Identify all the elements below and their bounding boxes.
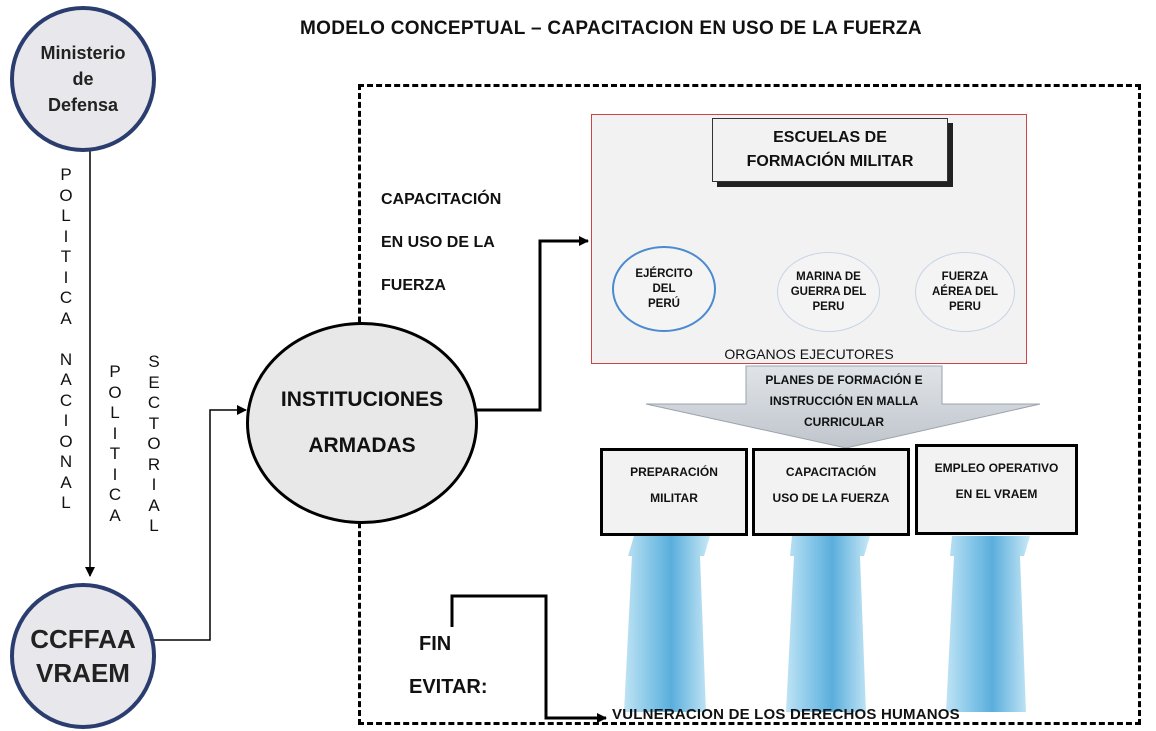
pillar-box-empleo-operativo: EMPLEO OPERATIVO EN EL VRAEM xyxy=(915,444,1078,535)
node-fuerza-aerea-del-peru: FUERZA AÉREA DEL PERU xyxy=(915,252,1015,332)
arrow-fin-to-vulneracion xyxy=(450,594,607,723)
planes-chevron-arrow xyxy=(645,365,1041,449)
planes-line-2: INSTRUCCIÓN EN MALLA xyxy=(769,394,919,408)
diagram-title: MODELO CONCEPTUAL – CAPACITACION EN USO … xyxy=(300,18,922,39)
pillar-column-3 xyxy=(946,536,1030,712)
planes-line-3: CURRICULAR xyxy=(804,415,884,429)
label-vulneracion-derechos-humanos: VULNERACION DE LOS DERECHOS HUMANOS xyxy=(612,706,960,723)
node-ccffaa-line-1: CCFFAA xyxy=(30,624,136,654)
pillar-box-preparacion-militar: PREPARACIÓN MILITAR xyxy=(600,448,748,536)
ejercito-line-3: PERÚ xyxy=(648,297,680,310)
fuerza-aerea-line-2: AÉREA DEL xyxy=(931,285,999,298)
escuelas-line-2: FORMACIÓN MILITAR xyxy=(746,153,914,170)
node-ministerio-line-3: Defensa xyxy=(47,95,118,115)
pillar-1-line-1: PREPARACIÓN xyxy=(630,465,718,479)
label-organos-ejecutores: ORGANOS EJECUTORES xyxy=(724,346,894,362)
ejercito-line-1: EJÉRCITO xyxy=(635,267,693,280)
fin-line-2: EVITAR: xyxy=(409,676,488,698)
pillar-3-line-2: EN EL VRAEM xyxy=(955,487,1038,501)
node-instituciones-armadas: INSTITUCIONES ARMADAS xyxy=(246,322,478,524)
arrow-instituciones-to-escuelas xyxy=(474,236,589,412)
node-ministerio-line-2: de xyxy=(72,69,94,89)
marina-line-1: MARINA DE xyxy=(796,270,861,283)
pillar-2-line-2: USO DE LA FUERZA xyxy=(772,491,890,505)
label-planes-formacion: PLANES DE FORMACIÓN E INSTRUCCIÓN EN MAL… xyxy=(746,370,942,433)
planes-line-1: PLANES DE FORMACIÓN E xyxy=(765,373,923,387)
label-capacitacion-uso-fuerza: CAPACITACIÓN EN USO DE LA FUERZA xyxy=(381,178,501,307)
pillar-1-line-2: MILITAR xyxy=(650,491,698,505)
pillar-2-line-1: CAPACITACIÓN xyxy=(785,465,877,479)
cap-label-line-1: CAPACITACIÓN xyxy=(381,191,502,208)
node-ccffaa-vraem: CCFFAA VRAEM xyxy=(10,583,156,729)
pillar-3-line-1: EMPLEO OPERATIVO xyxy=(934,461,1059,475)
node-instituciones-line-2: ARMADAS xyxy=(308,434,416,457)
cap-label-line-2: EN USO DE LA xyxy=(381,234,495,251)
pillar-column-1 xyxy=(624,536,710,712)
escuelas-line-1: ESCUELAS DE xyxy=(773,129,887,146)
marina-line-2: GUERRA DEL xyxy=(790,285,867,298)
cap-label-line-3: FUERZA xyxy=(381,277,446,294)
pillar-column-2 xyxy=(786,536,870,712)
node-instituciones-line-1: INSTITUCIONES xyxy=(280,388,444,411)
label-politica-nacional: P O L I T I C A N A C I O N A L xyxy=(59,165,73,512)
fin-line-1: FIN xyxy=(419,633,452,655)
node-ministerio-line-1: Ministerio xyxy=(40,43,126,63)
label-fin-evitar: FIN EVITAR: xyxy=(409,623,488,709)
pillar-box-capacitacion-uso-fuerza: CAPACITACIÓN USO DE LA FUERZA xyxy=(752,448,910,536)
arrow-ccffaa-to-instituciones xyxy=(152,405,247,641)
fuerza-aerea-line-3: PERU xyxy=(949,300,981,313)
label-sectorial: S E C T O R I A L xyxy=(147,352,161,535)
node-ministerio-de-defensa: Ministerio de Defensa xyxy=(10,6,156,152)
node-ejercito-del-peru: EJÉRCITO DEL PERÚ xyxy=(612,246,716,332)
pillar-columns xyxy=(624,536,1030,712)
node-ccffaa-line-2: VRAEM xyxy=(36,658,130,688)
ejercito-line-2: DEL xyxy=(652,282,676,295)
node-marina-de-guerra-del-peru: MARINA DE GUERRA DEL PERU xyxy=(777,252,880,332)
fuerza-aerea-line-1: FUERZA xyxy=(941,270,989,283)
marina-line-3: PERU xyxy=(812,300,845,313)
label-politica: P O L I T I C A xyxy=(108,362,122,525)
node-escuelas-formacion-militar: ESCUELAS DE FORMACIÓN MILITAR xyxy=(712,118,948,182)
